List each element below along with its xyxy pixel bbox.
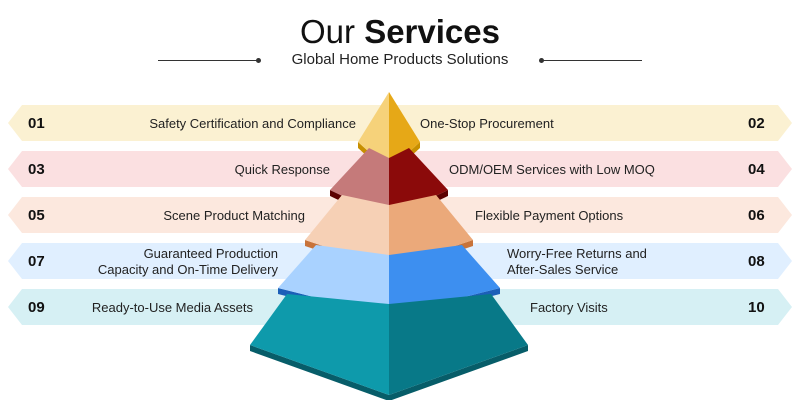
pyramid-tier-5-right-face [389,294,528,395]
title-prefix: Our [300,13,356,50]
pyramid-tier-2-right-face [389,148,448,218]
pyramid-tier-3-right-face [389,195,473,268]
service-number-03: 03 [28,161,45,178]
service-label-06: Flexible Payment Options [475,208,624,223]
service-label-09: Ready-to-Use Media Assets [92,300,254,315]
service-number-05: 05 [28,207,45,224]
service-number-09: 09 [28,299,45,316]
service-number-07: 07 [28,253,45,270]
service-label-01: Safety Certification and Compliance [149,116,356,131]
service-number-10: 10 [748,299,765,316]
pyramid-tier-4-left-face [278,245,389,316]
page-subtitle: Global Home Products Solutions [291,51,509,68]
service-number-06: 06 [748,207,765,224]
pyramid-tier-1-right-face [389,92,420,170]
subtitle-dot-right [539,58,544,63]
service-number-04: 04 [748,161,765,178]
service-label-03: Quick Response [235,162,330,177]
service-number-01: 01 [28,115,45,132]
service-label-05: Scene Product Matching [163,208,305,223]
subtitle-rule-right [542,60,642,61]
service-label-08-line-2: After-Sales Service [507,262,618,277]
pyramid-tier-2-left-face [330,148,389,218]
service-label-07-line-2: Capacity and On-Time Delivery [98,262,279,277]
service-label-04: ODM/OEM Services with Low MOQ [449,162,655,177]
service-label-08-line-1: Worry-Free Returns and [507,246,647,261]
page-title: Our Services [0,12,800,52]
title-bold: Services [364,13,500,50]
subtitle-row: Global Home Products Solutions [0,50,800,72]
service-label-10: Factory Visits [530,300,608,315]
service-number-08: 08 [748,253,765,270]
pyramid-tier-1-left-face [358,92,389,170]
pyramid-tier-3-left-face [305,195,389,268]
service-label-07-line-1: Guaranteed Production [144,246,278,261]
subtitle-rule-left [158,60,258,61]
pyramid-tier-4-right-face [389,245,500,316]
pyramid-tier-5-left-face [250,294,389,395]
service-label-02: One-Stop Procurement [420,116,554,131]
service-number-02: 02 [748,115,765,132]
subtitle-dot-left [256,58,261,63]
